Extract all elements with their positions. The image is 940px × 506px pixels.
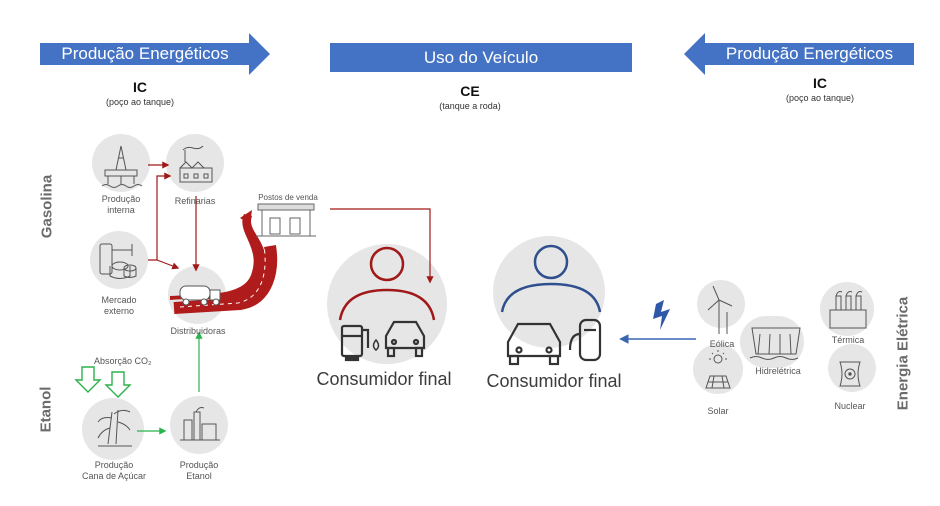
eolica-circle xyxy=(697,280,745,328)
eolica-label: Eólica xyxy=(709,339,735,349)
oil-barrels-icon xyxy=(99,243,137,279)
refinery-icon xyxy=(179,145,213,183)
nuclear-icon xyxy=(839,361,861,387)
fuel-pump-icon xyxy=(340,324,370,362)
tanker-truck-icon xyxy=(179,285,221,306)
header-center-subtitle: (tanque a roda) xyxy=(439,101,501,111)
banner-left-label: Produção Energéticos xyxy=(61,44,229,63)
sugarcane-icon xyxy=(97,409,132,447)
nuclear-label: Nuclear xyxy=(834,401,866,411)
termica-circle xyxy=(820,282,874,336)
gasoline-flow-arrows xyxy=(148,161,434,284)
header-right-title: IC xyxy=(813,75,827,91)
fuel-drop-icon xyxy=(372,338,380,351)
banner-arrow-right xyxy=(684,33,914,75)
co2-absorption-arrows xyxy=(74,366,132,398)
producao-etanol-label: Produção Etanol xyxy=(164,460,234,482)
nuclear-circle xyxy=(828,344,876,392)
producao-etanol-line2: Etanol xyxy=(186,471,212,481)
car-right-icon xyxy=(506,322,562,366)
oil-rig-icon xyxy=(101,145,143,188)
banner-arrow-left xyxy=(40,33,270,75)
mercado-externo-line1: Mercado xyxy=(101,295,137,305)
termica-label: Térmica xyxy=(831,335,865,345)
solar-panel-icon xyxy=(705,350,731,389)
ethanol-flow-arrows xyxy=(137,331,203,435)
mercado-externo-line2: externo xyxy=(103,306,135,316)
road-to-postos xyxy=(170,210,278,314)
solar-circle xyxy=(693,344,743,394)
ethanol-plant-icon xyxy=(180,407,220,441)
lightning-bolt-icon xyxy=(653,300,670,330)
cana-line1: Produção xyxy=(94,460,134,470)
person-blue-icon xyxy=(500,244,602,313)
cana-label: Produção Cana de Açúcar xyxy=(70,460,158,482)
postos-label: Postos de venda xyxy=(258,193,318,202)
producao-etanol-line1: Produção xyxy=(179,460,219,470)
car-left-icon xyxy=(384,320,426,358)
etanol-circle xyxy=(170,396,228,454)
solar-label: Solar xyxy=(707,406,729,416)
mercado-externo-label: Mercado externo xyxy=(84,295,154,317)
header-left-subtitle: (poço ao tanque) xyxy=(105,97,175,107)
consumer-left-label: Consumidor final xyxy=(316,369,452,389)
wind-turbine-icon xyxy=(707,285,733,334)
absorcao-co2-label: Absorção CO₂ xyxy=(94,356,152,366)
gas-station-icon xyxy=(256,203,316,237)
ev-charger-icon xyxy=(568,318,602,362)
cana-line2: Cana de Açúcar xyxy=(81,471,147,481)
header-center-title: CE xyxy=(460,83,480,99)
distribuidoras-label: Distribuidoras xyxy=(170,326,226,336)
banner-right-label: Produção Energéticos xyxy=(725,44,894,63)
banner-center-box xyxy=(330,43,632,72)
producao-interna-line1: Produção xyxy=(101,194,141,204)
header-left-title: IC xyxy=(133,79,147,95)
producao-interna-label: Produção interna xyxy=(86,194,156,216)
refinarias-label: Refinarias xyxy=(174,196,216,206)
hidreletrica-label: Hidrelétrica xyxy=(755,366,801,376)
header-right-subtitle: (poço ao tanque) xyxy=(785,93,855,103)
banner-center-label: Uso do Veículo xyxy=(423,47,539,67)
consumer-right-label: Consumidor final xyxy=(486,371,622,391)
cana-circle xyxy=(82,398,144,460)
person-red-icon xyxy=(338,246,436,321)
hydro-dam-icon xyxy=(749,327,801,360)
thermal-plant-icon xyxy=(829,291,867,329)
producao-interna-line2: interna xyxy=(107,205,135,215)
